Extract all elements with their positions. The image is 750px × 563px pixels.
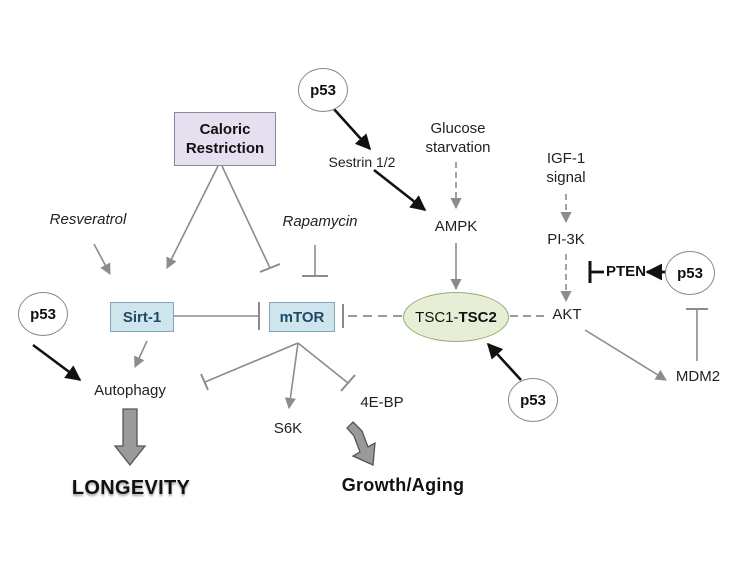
edge-caloric-inhibits-mtor [221, 165, 271, 269]
s6k-label: S6K [273, 419, 303, 437]
tsc1-tsc2-node: TSC1-TSC2 [403, 292, 509, 342]
igf1-line1: IGF-1 [546, 150, 586, 168]
tsc1-label: TSC1- [415, 308, 459, 326]
p53-left-node: p53 [18, 292, 68, 336]
resveratrol-label: Resveratrol [49, 210, 127, 228]
edge-p53-to-sestrin [332, 107, 372, 151]
pten-label: PTEN [605, 262, 646, 280]
edge-resveratrol-to-sirt1 [93, 243, 111, 275]
igf1-signal-label: IGF-1 signal [526, 148, 606, 190]
edge-sirt1-to-autophagy [134, 340, 148, 369]
edge-mtor-inhibits-4ebp-bar [340, 374, 356, 392]
growth-aging-label: Growth/Aging [341, 474, 465, 495]
glucose-line1: Glucose [430, 120, 486, 138]
edge-mtor-to-s6k [284, 342, 299, 410]
longevity-label: LONGEVITY [71, 476, 191, 499]
caloric-restriction-node: Caloric Restriction [174, 112, 276, 166]
pi3k-label: PI-3K [547, 230, 585, 248]
glucose-starvation-label: Glucose starvation [410, 118, 506, 160]
sirt1-node: Sirt-1 [110, 302, 174, 332]
edge-caloric-inhibits-mtor-bar [259, 263, 281, 273]
igf1-line2: signal [546, 169, 586, 186]
caloric-restriction-line1: Caloric [199, 120, 251, 138]
edge-mtor-inhibits-4ebp [297, 342, 349, 384]
mdm2-label: MDM2 [675, 367, 721, 385]
edge-p53-to-tsc2 [486, 342, 522, 381]
edge-autophagy-to-longevity [113, 408, 147, 467]
edge-s6k-to-growth [346, 421, 376, 466]
tsc2-label: TSC2 [458, 308, 497, 326]
rapamycin-label: Rapamycin [282, 212, 358, 230]
p53-right-node: p53 [665, 251, 715, 295]
edge-caloric-to-sirt1 [166, 165, 219, 270]
edge-mtor-inhibits-autophagy [204, 342, 299, 383]
akt-label: AKT [552, 305, 582, 323]
autophagy-label: Autophagy [94, 381, 166, 399]
p53-bottom-node: p53 [508, 378, 558, 422]
edge-sestrin-to-ampk [373, 168, 427, 212]
p53-top-node: p53 [298, 68, 348, 112]
4ebp-label: 4E-BP [360, 393, 404, 411]
edge-p53-to-autophagy [32, 343, 82, 382]
edge-akt-to-mdm2 [584, 329, 667, 381]
caloric-restriction-line2: Restriction [185, 140, 265, 157]
mtor-node: mTOR [269, 302, 335, 332]
edge-mtor-inhibits-autophagy-bar [200, 373, 209, 391]
sestrin-label: Sestrin 1/2 [328, 154, 396, 171]
glucose-line2: starvation [425, 139, 491, 156]
ampk-label: AMPK [434, 217, 478, 235]
